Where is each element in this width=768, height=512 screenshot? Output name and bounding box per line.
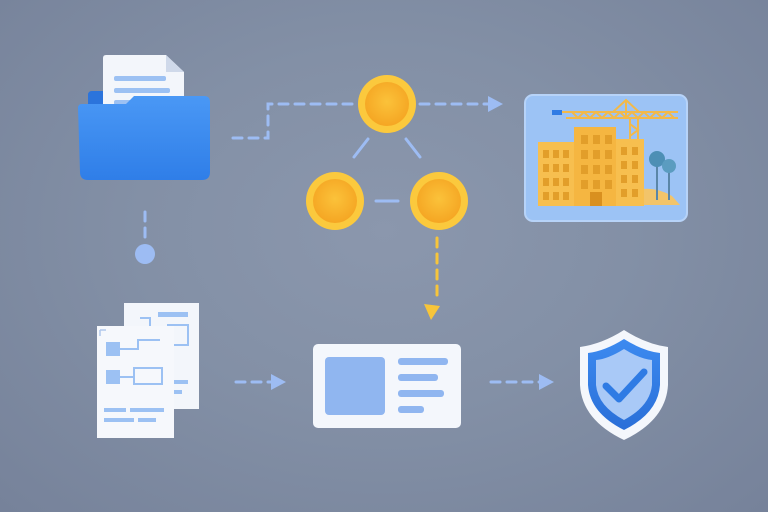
arrowhead-network-to-construction <box>488 96 503 112</box>
three-node-network-icon <box>306 75 468 230</box>
connector-network-to-card <box>424 236 440 320</box>
construction-site-image-icon <box>524 94 688 222</box>
crane <box>560 98 678 140</box>
crane-hook-block <box>552 110 562 115</box>
connectors <box>143 102 542 384</box>
buildings <box>538 127 644 206</box>
shield-check-icon <box>580 330 668 440</box>
trees <box>649 151 676 200</box>
arrowhead-card-to-shield <box>539 374 554 390</box>
card-photo <box>325 357 385 415</box>
check-mark <box>602 368 648 403</box>
blueprint-sheet-front <box>97 326 174 438</box>
connector-end-dot <box>135 244 155 264</box>
blueprint-documents-icon <box>97 303 199 438</box>
folder-with-documents-icon <box>78 55 210 180</box>
arrowhead-blueprints-to-card <box>271 374 286 390</box>
connector-folder-to-network <box>231 102 357 140</box>
id-card-icon <box>313 344 461 428</box>
arrowhead-yellow <box>424 304 440 320</box>
